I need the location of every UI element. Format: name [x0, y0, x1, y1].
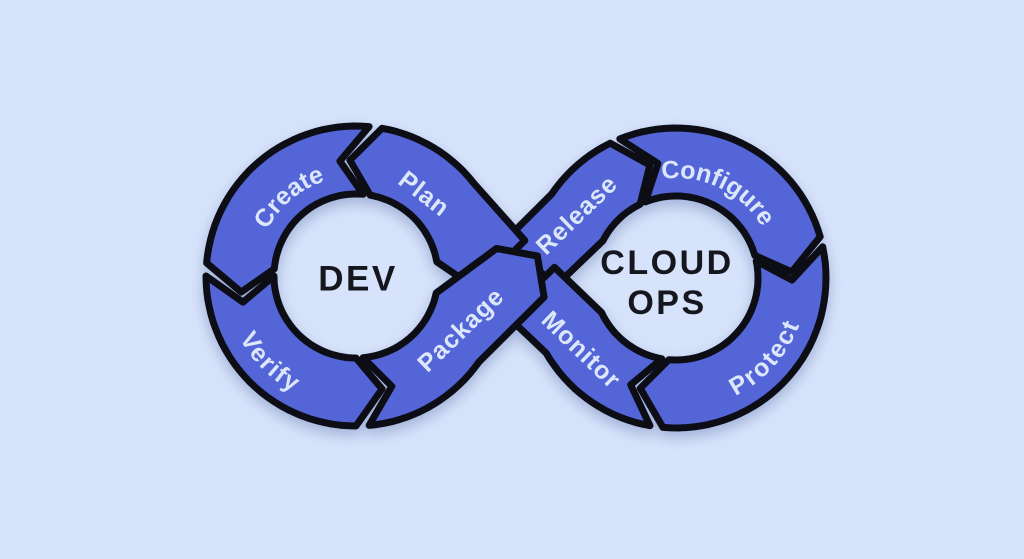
loop-titles: DEV CLOUD OPS: [318, 244, 733, 322]
ribbon-segment-package: [359, 245, 548, 429]
cloud-ops-title-line1: CLOUD: [600, 244, 733, 282]
ribbon-segment-create: [203, 122, 373, 296]
ribbon-segment-monitor: [502, 263, 666, 430]
infinity-ribbons: [202, 122, 830, 432]
ribbon-segment-protect: [636, 243, 830, 432]
dev-loop-title: DEV: [318, 260, 397, 299]
ribbon-segment-configure: [616, 124, 824, 276]
ribbon-segment-verify: [202, 272, 386, 430]
ribbon-segment-plan: [346, 124, 529, 292]
ribbon-segment-release: [501, 139, 654, 290]
cloud-ops-title-line2: OPS: [627, 284, 706, 322]
